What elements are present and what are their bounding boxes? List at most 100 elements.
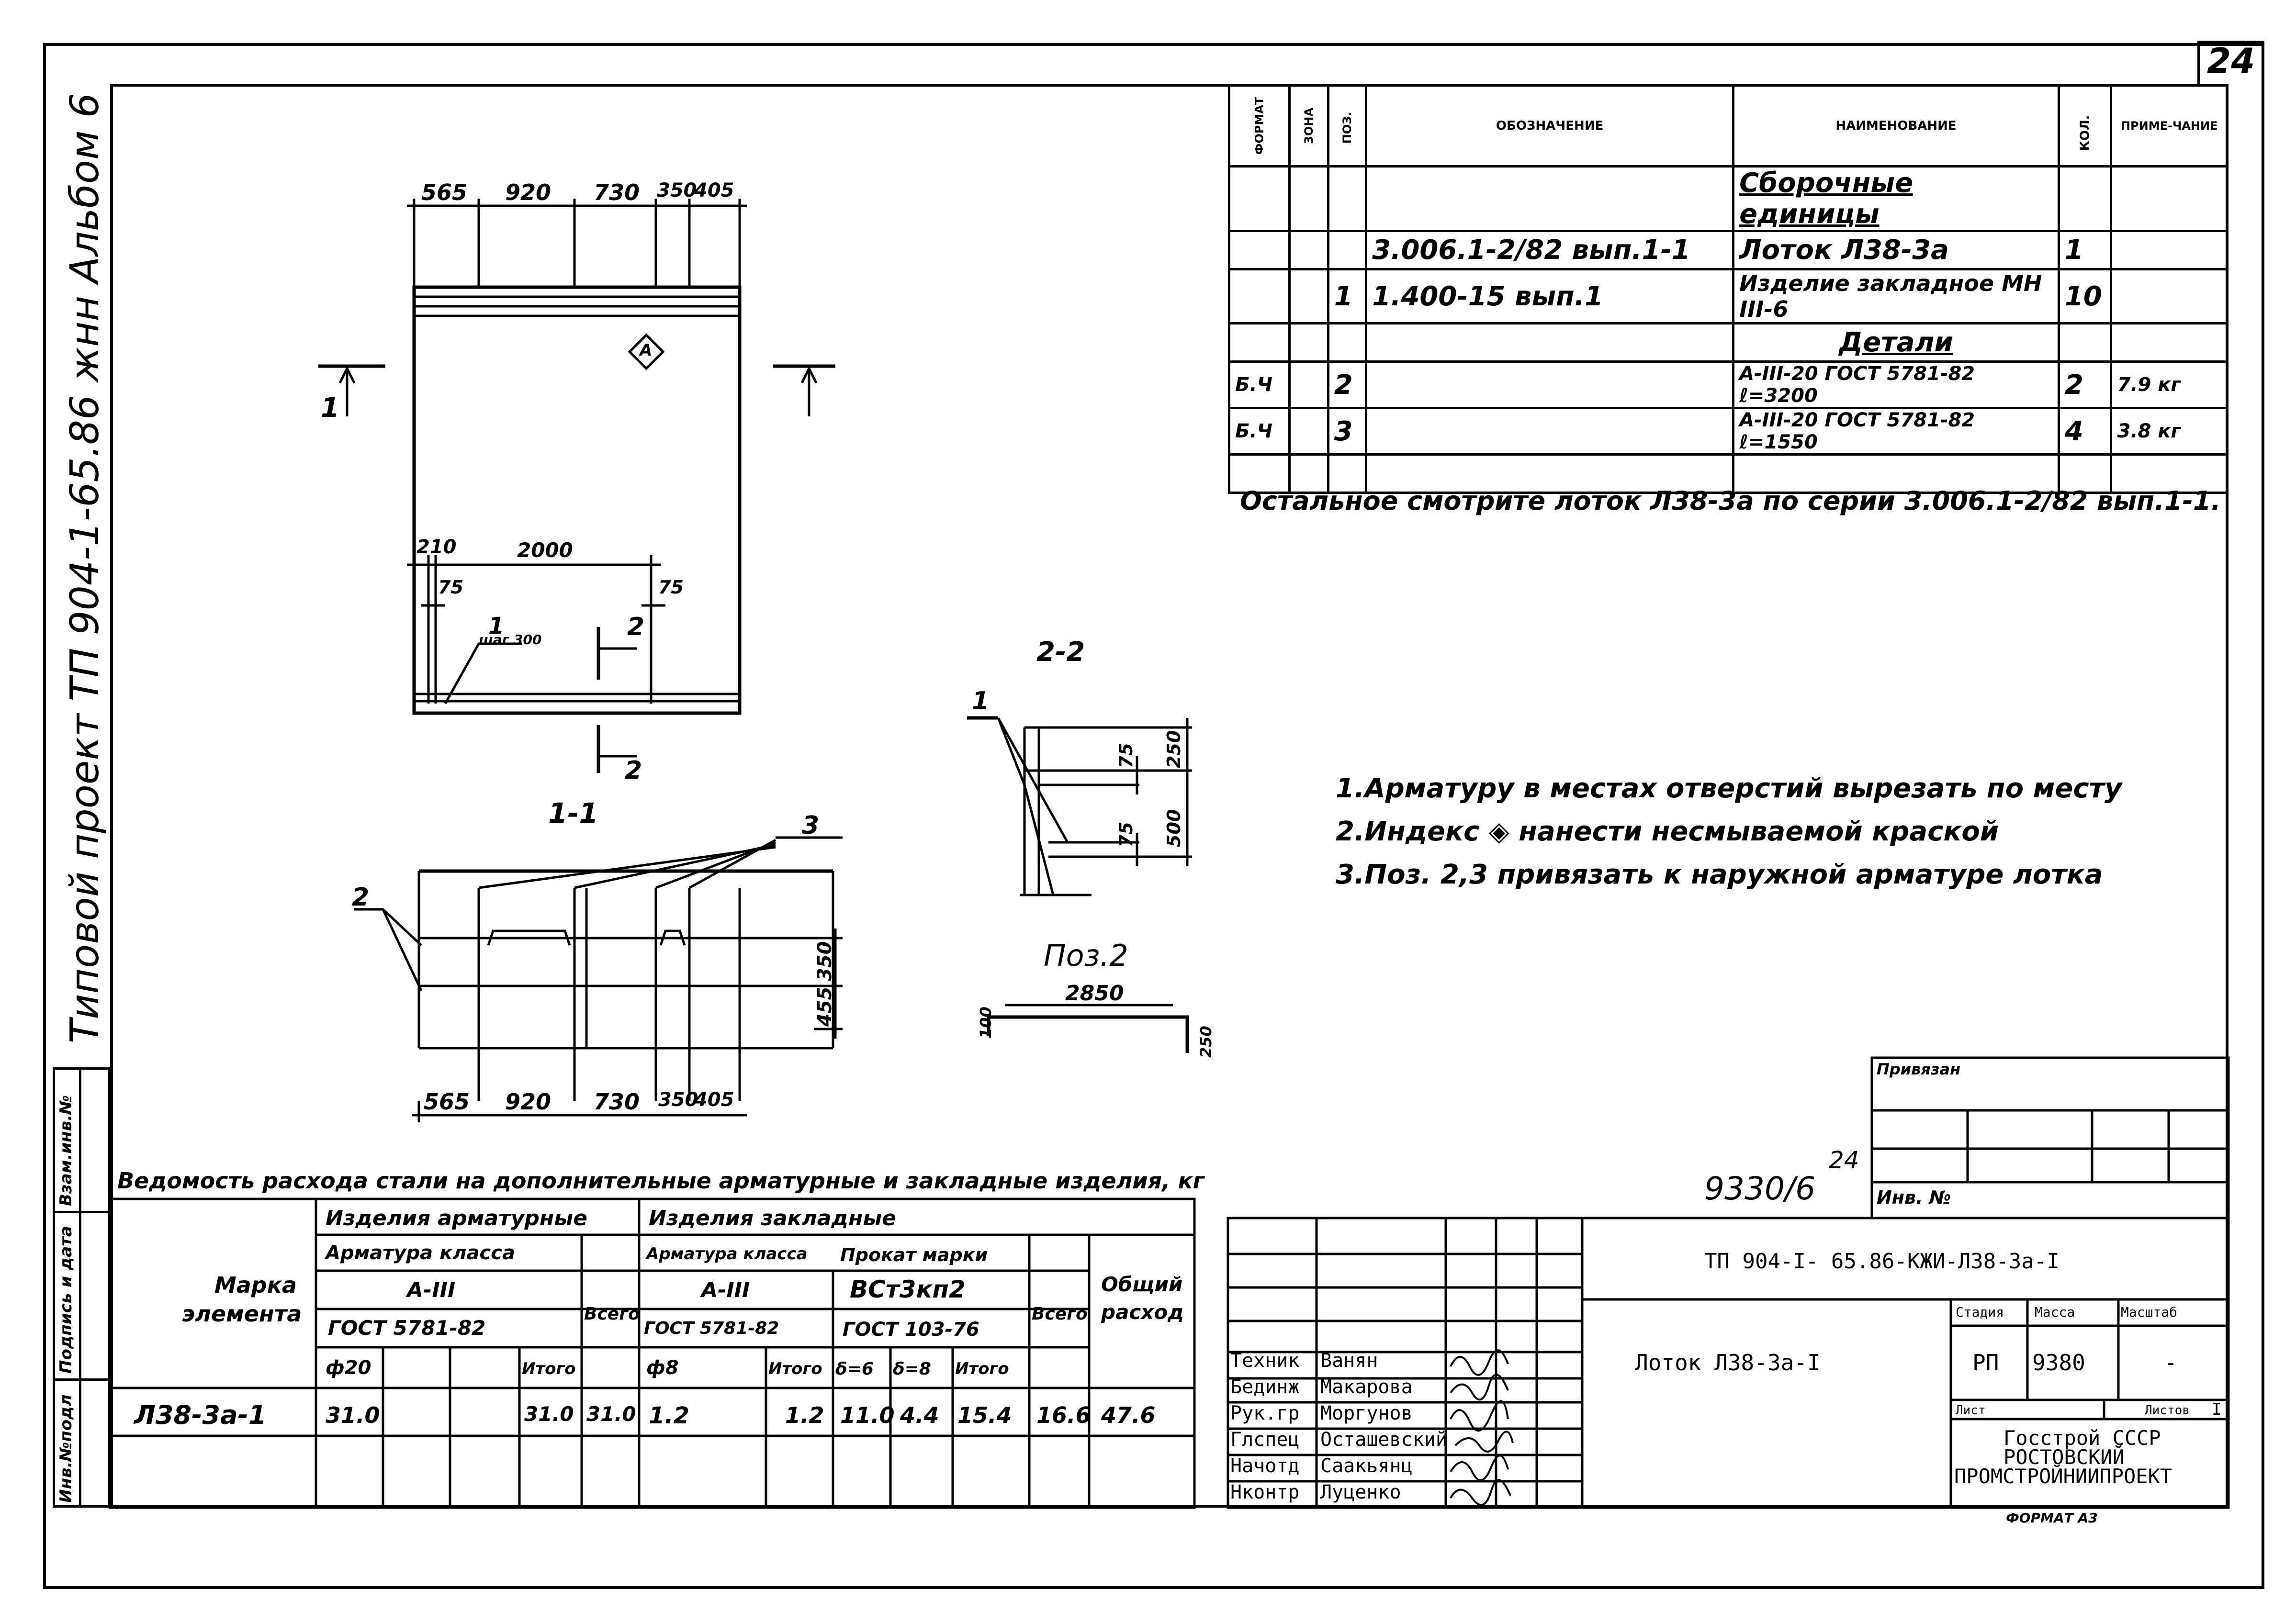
format-label: ФОРМАТ А3 [2006, 1510, 2098, 1526]
sheets-value: I [2212, 1400, 2222, 1419]
steel-cell: 11.0 [840, 1402, 895, 1428]
steel-class1: Арматура класса [326, 1242, 515, 1264]
section-1-1-dim: 405 [694, 1089, 734, 1111]
doc-title: Лоток Л38-3а-I [1635, 1350, 1821, 1376]
steel-gost3: ГОСТ 103-76 [843, 1319, 979, 1341]
outer-frame [43, 43, 2264, 1589]
person-role: Техник [1230, 1350, 1300, 1372]
person-role: Начотд [1230, 1455, 1300, 1477]
steel-sub: Итого [955, 1359, 1009, 1378]
steel-sub: δ=6 [835, 1359, 874, 1379]
steel-class2: Арматура класса [646, 1244, 808, 1264]
steel-total-header: Общий расход [1101, 1273, 1184, 1324]
person-name: Осташевский [1320, 1429, 1447, 1451]
org-line: РОСТОВСКИЙ [2003, 1445, 2125, 1469]
steel-prokat: Прокат марки [840, 1244, 988, 1265]
section-1-1 [354, 836, 843, 1122]
steel-cell: 31.0 [326, 1402, 380, 1428]
signature-6 [1450, 1479, 1511, 1506]
pos2-length: 2850 [1065, 981, 1124, 1006]
steel-table-title: Ведомость расхода стали на дополнительны… [117, 1168, 1204, 1194]
plan-index-mark: А [640, 341, 653, 360]
steel-sub: Итого [768, 1359, 822, 1378]
sheet-number: 24 [2207, 41, 2255, 81]
person-name: Саакьянц [1320, 1455, 1413, 1477]
mass-value: 9380 [2032, 1350, 2085, 1376]
steel-a3-1: А-III [407, 1278, 456, 1302]
person-role: Рук.гр [1230, 1402, 1300, 1424]
mass-header: Масса [2035, 1304, 2075, 1320]
section-1-1-title: 1-1 [548, 797, 598, 829]
steel-cell: 4.4 [900, 1402, 939, 1428]
org-line: Госстрой СССР [2003, 1426, 2161, 1450]
steel-sub: ф8 [646, 1357, 679, 1379]
plan-dim: 565 [421, 179, 468, 205]
plan-dim-inner: 210 [416, 536, 457, 558]
steel-vsego-2: Всего [1032, 1304, 1088, 1324]
handwritten-code: 9330/6 [1704, 1170, 1816, 1207]
plan-dim-small: 75 [438, 577, 463, 598]
doc-code: ТП 904-I- 65.86-КЖИ-Л38-3а-I [1704, 1249, 2060, 1274]
inv-no-label: Инв. № [1877, 1187, 1951, 1208]
steel-cell: 16.6 [1036, 1402, 1091, 1428]
person-role: Нконтр [1230, 1481, 1300, 1503]
title-block-grid [1227, 1056, 2230, 1509]
note-3: 3.Поз. 2,3 привязать к наружной арматуре… [1336, 859, 2103, 890]
stage-header: Стадия [1956, 1304, 2004, 1320]
plan-dim-small: 75 [658, 577, 684, 598]
steel-table-grid [109, 1197, 1196, 1509]
steel-row-mark: Л38-3а-1 [134, 1400, 267, 1430]
steel-gost1: ГОСТ 5781-82 [328, 1316, 486, 1340]
plan-dim: 730 [594, 179, 640, 205]
signature-4 [1454, 1431, 1514, 1453]
sheets-header: Листов [2145, 1403, 2190, 1418]
section-1-1-dim: 730 [594, 1089, 640, 1115]
scale-header: Масштаб [2121, 1304, 2178, 1320]
steel-mark-header: Марка элемента [182, 1272, 302, 1327]
steel-cell: 1.2 [649, 1402, 690, 1429]
steel-sub: Итого [522, 1359, 576, 1378]
org-line: ПРОМСТРОЙНИИПРОЕКТ [1954, 1465, 2172, 1488]
steel-group2: Изделия закладные [649, 1206, 896, 1231]
pos2-view [987, 1004, 1189, 1053]
section-1-1-dim: 350 [658, 1089, 698, 1111]
steel-cell: 31.0 [586, 1402, 636, 1426]
plan-pos-step: шаг 300 [479, 632, 542, 648]
signature-2 [1450, 1374, 1509, 1401]
handwritten-code-sup: 24 [1829, 1146, 1859, 1174]
person-name: Луценко [1320, 1481, 1401, 1503]
steel-vsego-1: Всего [584, 1304, 640, 1324]
plan-dim: 350 [657, 179, 697, 201]
inner-frame [110, 84, 2228, 1508]
spec-row [1228, 453, 2228, 494]
scale-value: - [2164, 1350, 2177, 1376]
steel-cell: 31.0 [524, 1402, 574, 1426]
steel-sub: δ=8 [893, 1359, 931, 1379]
stage-value: РП [1972, 1350, 1999, 1376]
steel-gost2: ГОСТ 5781-82 [644, 1319, 779, 1338]
plan-view [318, 199, 835, 773]
note-1: 1.Арматуру в местах отверстий вырезать п… [1336, 773, 2122, 804]
section-1-1-dim: 920 [505, 1089, 551, 1115]
section-mark: 2 [625, 756, 642, 785]
steel-cell: 1.2 [785, 1402, 824, 1428]
rest-note: Остальное смотрите лоток Л38-3а по серии… [1240, 486, 2221, 516]
section-1-1-label: 2 [352, 883, 370, 912]
sheet-number-box [2197, 41, 2264, 86]
steel-cell: 47.6 [1101, 1402, 1156, 1428]
steel-group1: Изделия арматурные [326, 1206, 587, 1231]
spec-row: Сборочные единицы [1228, 165, 2228, 232]
steel-sub: ф20 [326, 1357, 371, 1379]
person-role: Глспец [1230, 1429, 1300, 1451]
steel-cell: 15.4 [957, 1402, 1012, 1428]
section-1-1-dim: 565 [424, 1089, 470, 1115]
person-name: Моргунов [1320, 1402, 1413, 1424]
plan-dim: 920 [505, 179, 551, 205]
plan-dim-inner: 2000 [517, 538, 573, 562]
person-name: Ванян [1320, 1350, 1378, 1372]
person-name: Макарова [1320, 1376, 1413, 1398]
section-mark: 1 [321, 392, 339, 424]
